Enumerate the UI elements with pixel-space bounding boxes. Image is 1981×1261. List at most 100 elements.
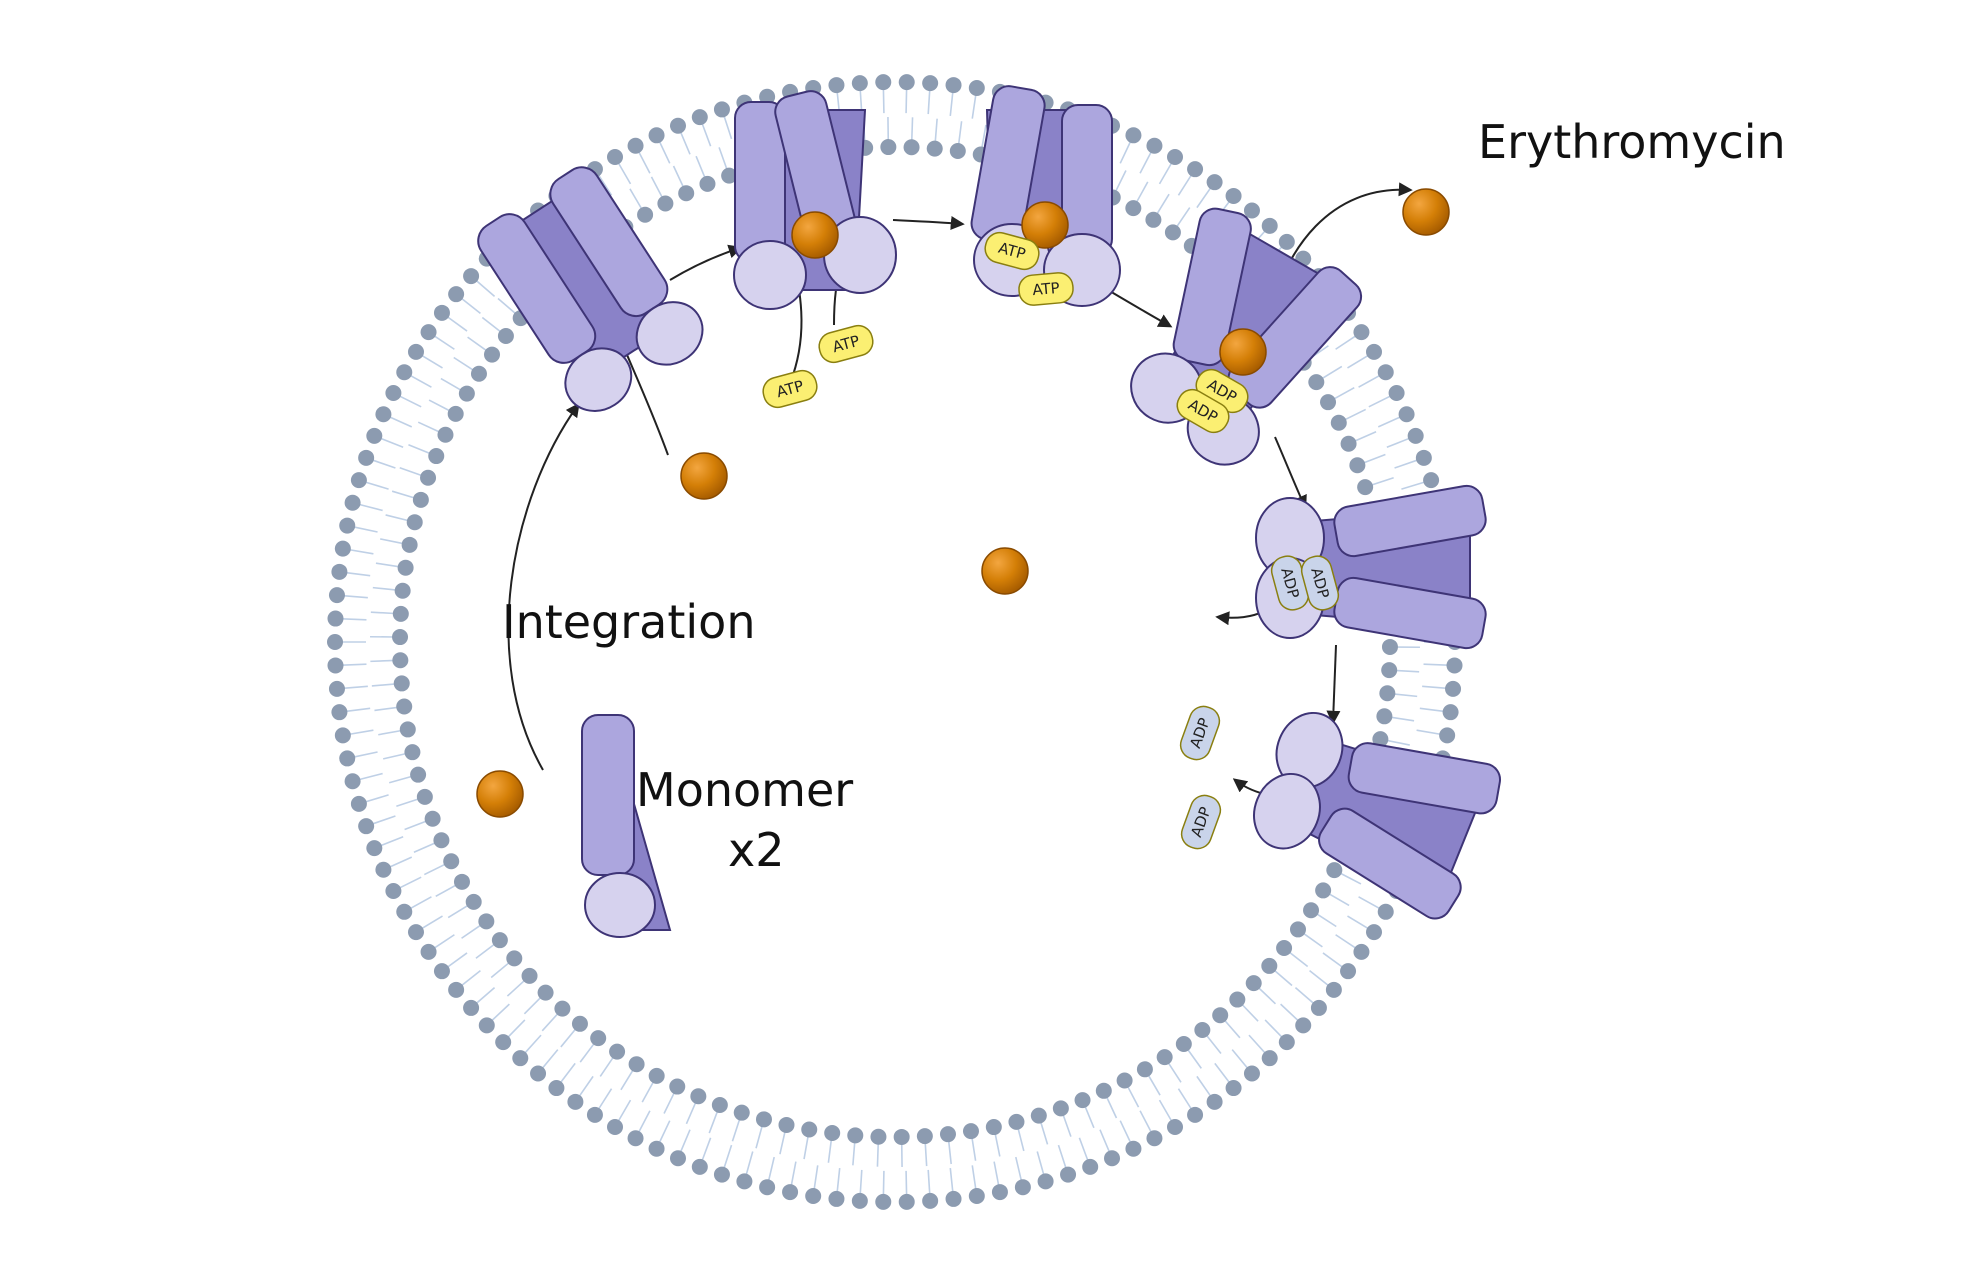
lipid-tail (453, 356, 475, 372)
lipid-head (991, 1184, 1008, 1201)
nucleotide-binding-domain (733, 240, 807, 310)
erythromycin-label: Erythromycin (1478, 115, 1786, 169)
nucleotide-binding-domain (635, 301, 704, 366)
monomer-nucleotide-binding-domain (584, 872, 656, 938)
lipid-tail (934, 118, 938, 143)
lipid-head (733, 1104, 750, 1121)
lipid-tail (447, 904, 470, 919)
atp-tag-capsule (818, 324, 874, 364)
lipid-head (1104, 1150, 1121, 1167)
lipid-head (945, 1190, 962, 1207)
lipid-tail (617, 1099, 632, 1123)
lipid-head (691, 109, 708, 126)
lipid-tail (993, 1161, 1000, 1187)
lipid-tail (1126, 1085, 1140, 1108)
lipid-tail (372, 586, 397, 591)
lipid-head (1212, 1007, 1229, 1024)
lipid-head (392, 605, 409, 622)
lipid-head (453, 873, 470, 890)
transporter-stage-6 (1253, 711, 1501, 920)
atp-tag: ATP (818, 324, 874, 364)
lipid-tail (1315, 912, 1337, 928)
lipid-tail (981, 124, 987, 149)
lipid-head (1146, 137, 1163, 154)
lipid-head (628, 1056, 645, 1073)
lipid-tail (370, 611, 395, 615)
lipid-tail (927, 89, 931, 115)
lipid-tail (348, 729, 374, 736)
lipid-tail (1017, 1127, 1025, 1152)
lipid-head (1398, 406, 1415, 423)
lipid-head (484, 346, 501, 363)
lipid-head (1407, 427, 1424, 444)
adp-tag: ADP (1176, 388, 1230, 434)
lipid-head (1125, 1140, 1142, 1157)
lipid-head (1167, 149, 1183, 166)
lipid-head (1243, 202, 1260, 219)
lipid-head (394, 582, 411, 599)
lipid-tail (1386, 437, 1411, 449)
lipid-tail (1105, 1095, 1118, 1119)
lipid-tail (620, 1068, 635, 1091)
lipid-head (401, 536, 418, 553)
lipid-head (443, 853, 460, 870)
lipid-tail (399, 467, 423, 477)
lipid-head (1340, 963, 1357, 980)
lipid-tail (599, 1056, 615, 1077)
lipid-tail (1084, 1105, 1095, 1129)
lipid-head (478, 1017, 495, 1034)
lipid-head (448, 981, 465, 998)
lipid-head (1381, 662, 1398, 679)
lipid-head (736, 1173, 753, 1190)
lipid-head (567, 1093, 584, 1110)
lipid-head (447, 405, 464, 422)
lipid-head (406, 514, 423, 531)
lipid-tail (679, 130, 691, 155)
lipid-tail (1347, 915, 1370, 930)
lipid-tail (1139, 150, 1153, 174)
lipid-tail (1205, 1034, 1222, 1055)
lipid-head (1167, 1118, 1183, 1135)
lipid-tail (637, 150, 651, 174)
lipid-head (903, 139, 920, 156)
lipid-head (433, 963, 450, 980)
lipid-head (404, 744, 421, 761)
lipid-head (828, 77, 845, 94)
lipid-tail (409, 896, 432, 910)
lipid-tail (1390, 716, 1415, 722)
lipid-tail (352, 751, 378, 758)
lipid-head (1225, 187, 1242, 204)
lipid-head (1325, 981, 1342, 998)
lipid-head (1330, 414, 1347, 431)
lipid-tail (1177, 1088, 1193, 1111)
lipid-head (396, 698, 413, 715)
lipid-head (759, 1179, 776, 1196)
lipid-head (1278, 233, 1295, 250)
lipid-tail (1273, 969, 1293, 987)
lipid-tail (723, 114, 733, 140)
step1-to-step2-arrow (669, 244, 743, 281)
lipid-tail (1240, 1003, 1259, 1022)
lipid-tail (490, 961, 511, 979)
lipid-tail (380, 538, 404, 545)
lipid-tail (423, 863, 447, 876)
lipid-head (433, 304, 450, 321)
lipid-tail (1186, 1048, 1202, 1069)
lipid-tail (949, 1168, 954, 1194)
lipid-head (669, 117, 686, 134)
lipid-tail (409, 374, 432, 388)
lipid-tail (1362, 453, 1386, 464)
lipid-tail (629, 188, 643, 210)
lipid-tail (420, 354, 443, 369)
lipid-tail (578, 1075, 594, 1098)
lipid-head (437, 426, 454, 443)
lipid-head (968, 80, 985, 97)
erythromycin-molecule (1219, 328, 1267, 376)
lipid-tail (1358, 896, 1381, 910)
lipid-head (1445, 680, 1462, 697)
lipid-tail (341, 618, 367, 621)
lipid-head (851, 1192, 868, 1209)
lipid-head (824, 1124, 841, 1141)
lipid-head (1229, 991, 1246, 1008)
